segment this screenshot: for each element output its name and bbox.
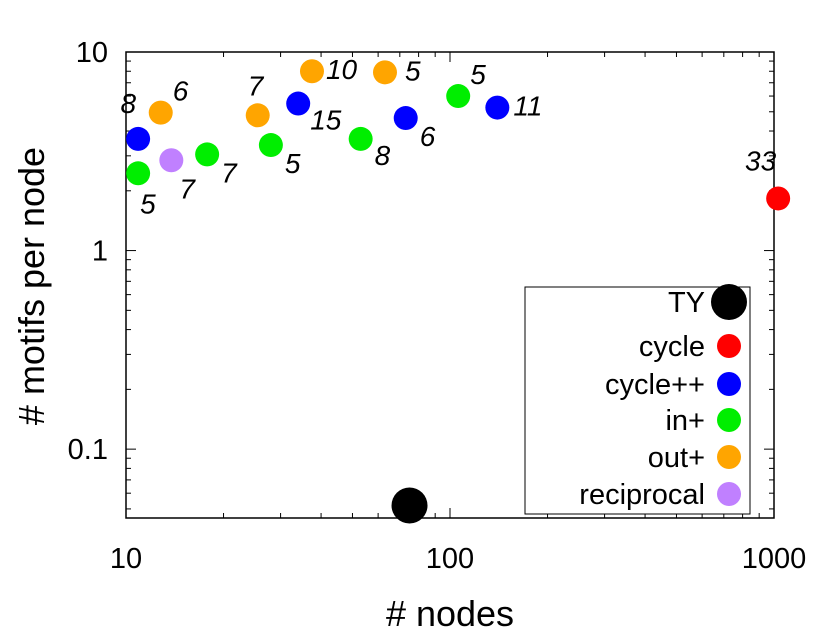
- x-axis-title: # nodes: [386, 593, 514, 634]
- legend-marker: [717, 482, 741, 506]
- data-point-label: 5: [285, 148, 301, 179]
- y-tick-labels: 10 1 0.1: [68, 37, 108, 466]
- data-point-inplus: [126, 161, 151, 186]
- data-point-outplus: [148, 100, 173, 125]
- data-point-label: 7: [248, 70, 265, 101]
- data-point-inplus: [446, 84, 471, 109]
- data-point-TY: [391, 487, 428, 524]
- data-points: [126, 59, 791, 524]
- legend-marker: [711, 284, 747, 320]
- data-point-cycleplusplus: [393, 106, 418, 131]
- y-tick-label: 0.1: [68, 434, 108, 466]
- y-axis-title: # motifs per node: [11, 147, 52, 425]
- data-point-label: 5: [470, 59, 486, 90]
- data-point-cycleplusplus: [286, 91, 311, 116]
- data-point-label: 6: [173, 76, 189, 107]
- data-point-label: 11: [513, 91, 542, 122]
- legend-marker: [717, 408, 741, 432]
- data-point-outplus: [372, 60, 397, 85]
- data-point-reciprocal: [159, 148, 184, 173]
- data-point-outplus: [245, 103, 270, 128]
- legend-label: reciprocal: [579, 479, 705, 511]
- legend-box: [524, 286, 751, 515]
- data-point-inplus: [348, 126, 373, 151]
- x-tick-labels: 10 100 1000: [110, 543, 806, 575]
- legend-label: TY: [668, 287, 705, 319]
- data-point-label: 7: [221, 157, 238, 188]
- x-tick-label: 10: [110, 543, 142, 575]
- data-point-label: 15: [310, 105, 342, 136]
- legend-marker: [717, 372, 741, 396]
- data-point-label: 10: [326, 54, 358, 85]
- y-tick-label: 10: [76, 37, 108, 69]
- axis-ticks: [125, 51, 775, 518]
- data-point-inplus: [195, 142, 220, 167]
- legend-label: cycle: [639, 331, 705, 363]
- x-tick-label: 100: [426, 543, 474, 575]
- data-point-label: 6: [420, 121, 436, 152]
- legend: TY cycle cycle++ in+ out+ reciprocal: [524, 284, 751, 515]
- legend-label: cycle++: [605, 369, 705, 401]
- data-point-label: 8: [375, 140, 391, 171]
- data-point-cycleplusplus: [126, 126, 151, 151]
- legend-label: in+: [665, 405, 705, 437]
- data-point-inplus: [258, 133, 283, 158]
- data-point-label: 8: [121, 88, 137, 119]
- x-tick-label: 1000: [742, 543, 807, 575]
- legend-label: out+: [648, 442, 705, 474]
- data-point-label: 5: [140, 188, 156, 219]
- legend-marker: [717, 445, 741, 469]
- data-point-cycleplusplus: [485, 95, 510, 120]
- data-point-cycle: [766, 186, 791, 211]
- data-point-label: 33: [745, 145, 777, 176]
- data-point-label: 5: [405, 55, 421, 86]
- y-tick-label: 1: [92, 236, 108, 268]
- data-point-outplus: [299, 59, 324, 84]
- legend-marker: [717, 334, 741, 358]
- data-point-label: 7: [179, 173, 196, 204]
